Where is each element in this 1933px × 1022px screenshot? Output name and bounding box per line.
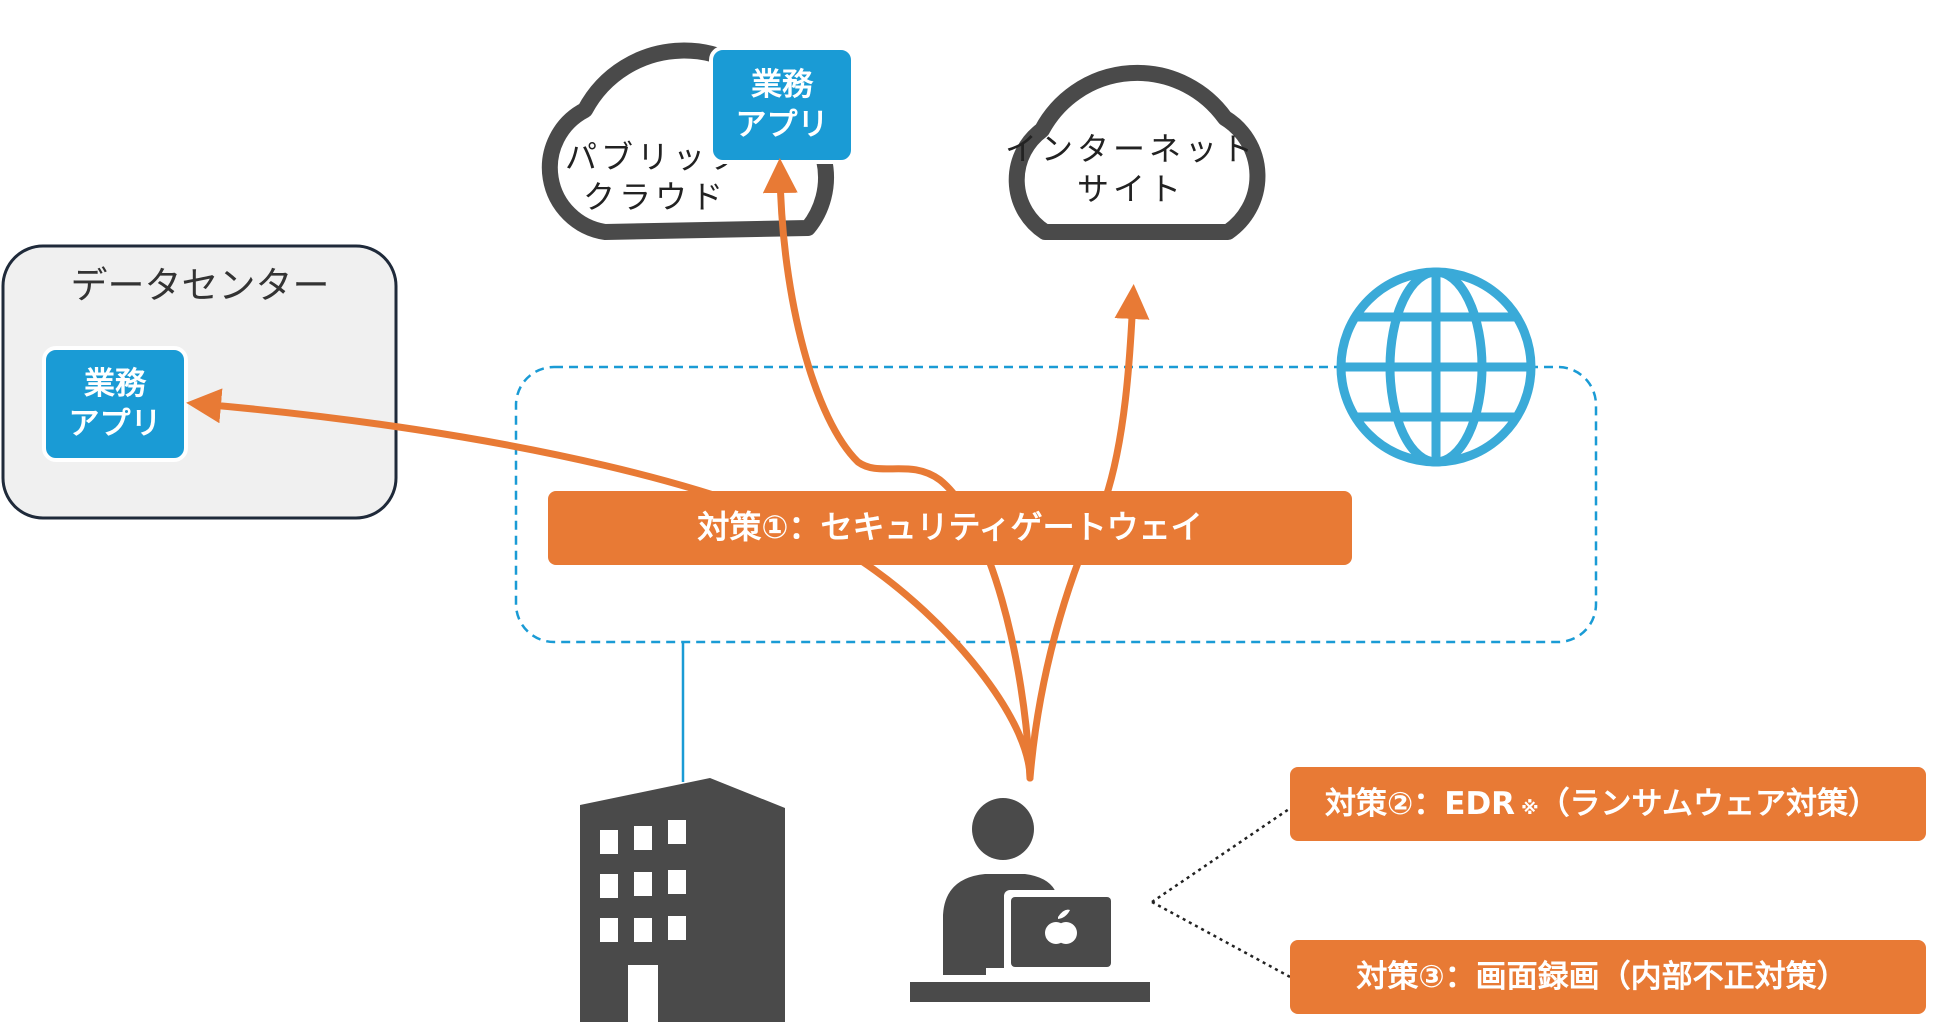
edr-note-mark: ※ [1521, 798, 1539, 819]
user-laptop-icon [910, 798, 1150, 1002]
data-center-app-badge: 業務 アプリ [42, 346, 188, 462]
measure-connectors [1151, 805, 1293, 980]
public-cloud-line2: クラウド [583, 178, 727, 216]
apple-logo-icon [1045, 909, 1077, 944]
app-label-line1: 業務 [751, 67, 814, 103]
gateway-label: 対策①：セキュリティゲートウェイ [697, 508, 1202, 546]
cloud-app-badge: 業務 アプリ [709, 46, 855, 164]
connector-to-recording [1151, 900, 1293, 980]
app-label-line1: 業務 [84, 366, 147, 402]
edr-main-label: 対策②：EDR [1325, 786, 1515, 822]
app-label-line2: アプリ [736, 107, 829, 143]
internet-line2: サイト [1077, 170, 1185, 208]
globe-icon [1336, 267, 1536, 467]
office-building-icon [580, 778, 785, 1022]
app-label-line2: アプリ [69, 406, 162, 442]
flow-to-cloud-app [762, 158, 1034, 782]
internet-cloud: インターネット サイト [1005, 64, 1266, 240]
security-gateway-bar: 対策①：セキュリティゲートウェイ [548, 491, 1352, 565]
recording-measure-label: 対策③：画面録画（内部不正対策） [1290, 940, 1926, 1014]
connector-to-edr [1151, 805, 1293, 904]
data-center-title: データセンター [71, 264, 330, 307]
security-zone-boundary [514, 365, 1598, 644]
recording-label: 対策③：画面録画（内部不正対策） [1356, 959, 1847, 995]
edr-paren-label: （ランサムウェア対策） [1539, 786, 1879, 822]
cloud-icon [1008, 64, 1266, 240]
edr-measure-label: 対策②：EDR ※（ランサムウェア対策） [1290, 767, 1926, 841]
edr-text: 対策②：EDR ※（ランサムウェア対策） [1325, 786, 1879, 822]
internet-line1: インターネット [1005, 130, 1257, 168]
